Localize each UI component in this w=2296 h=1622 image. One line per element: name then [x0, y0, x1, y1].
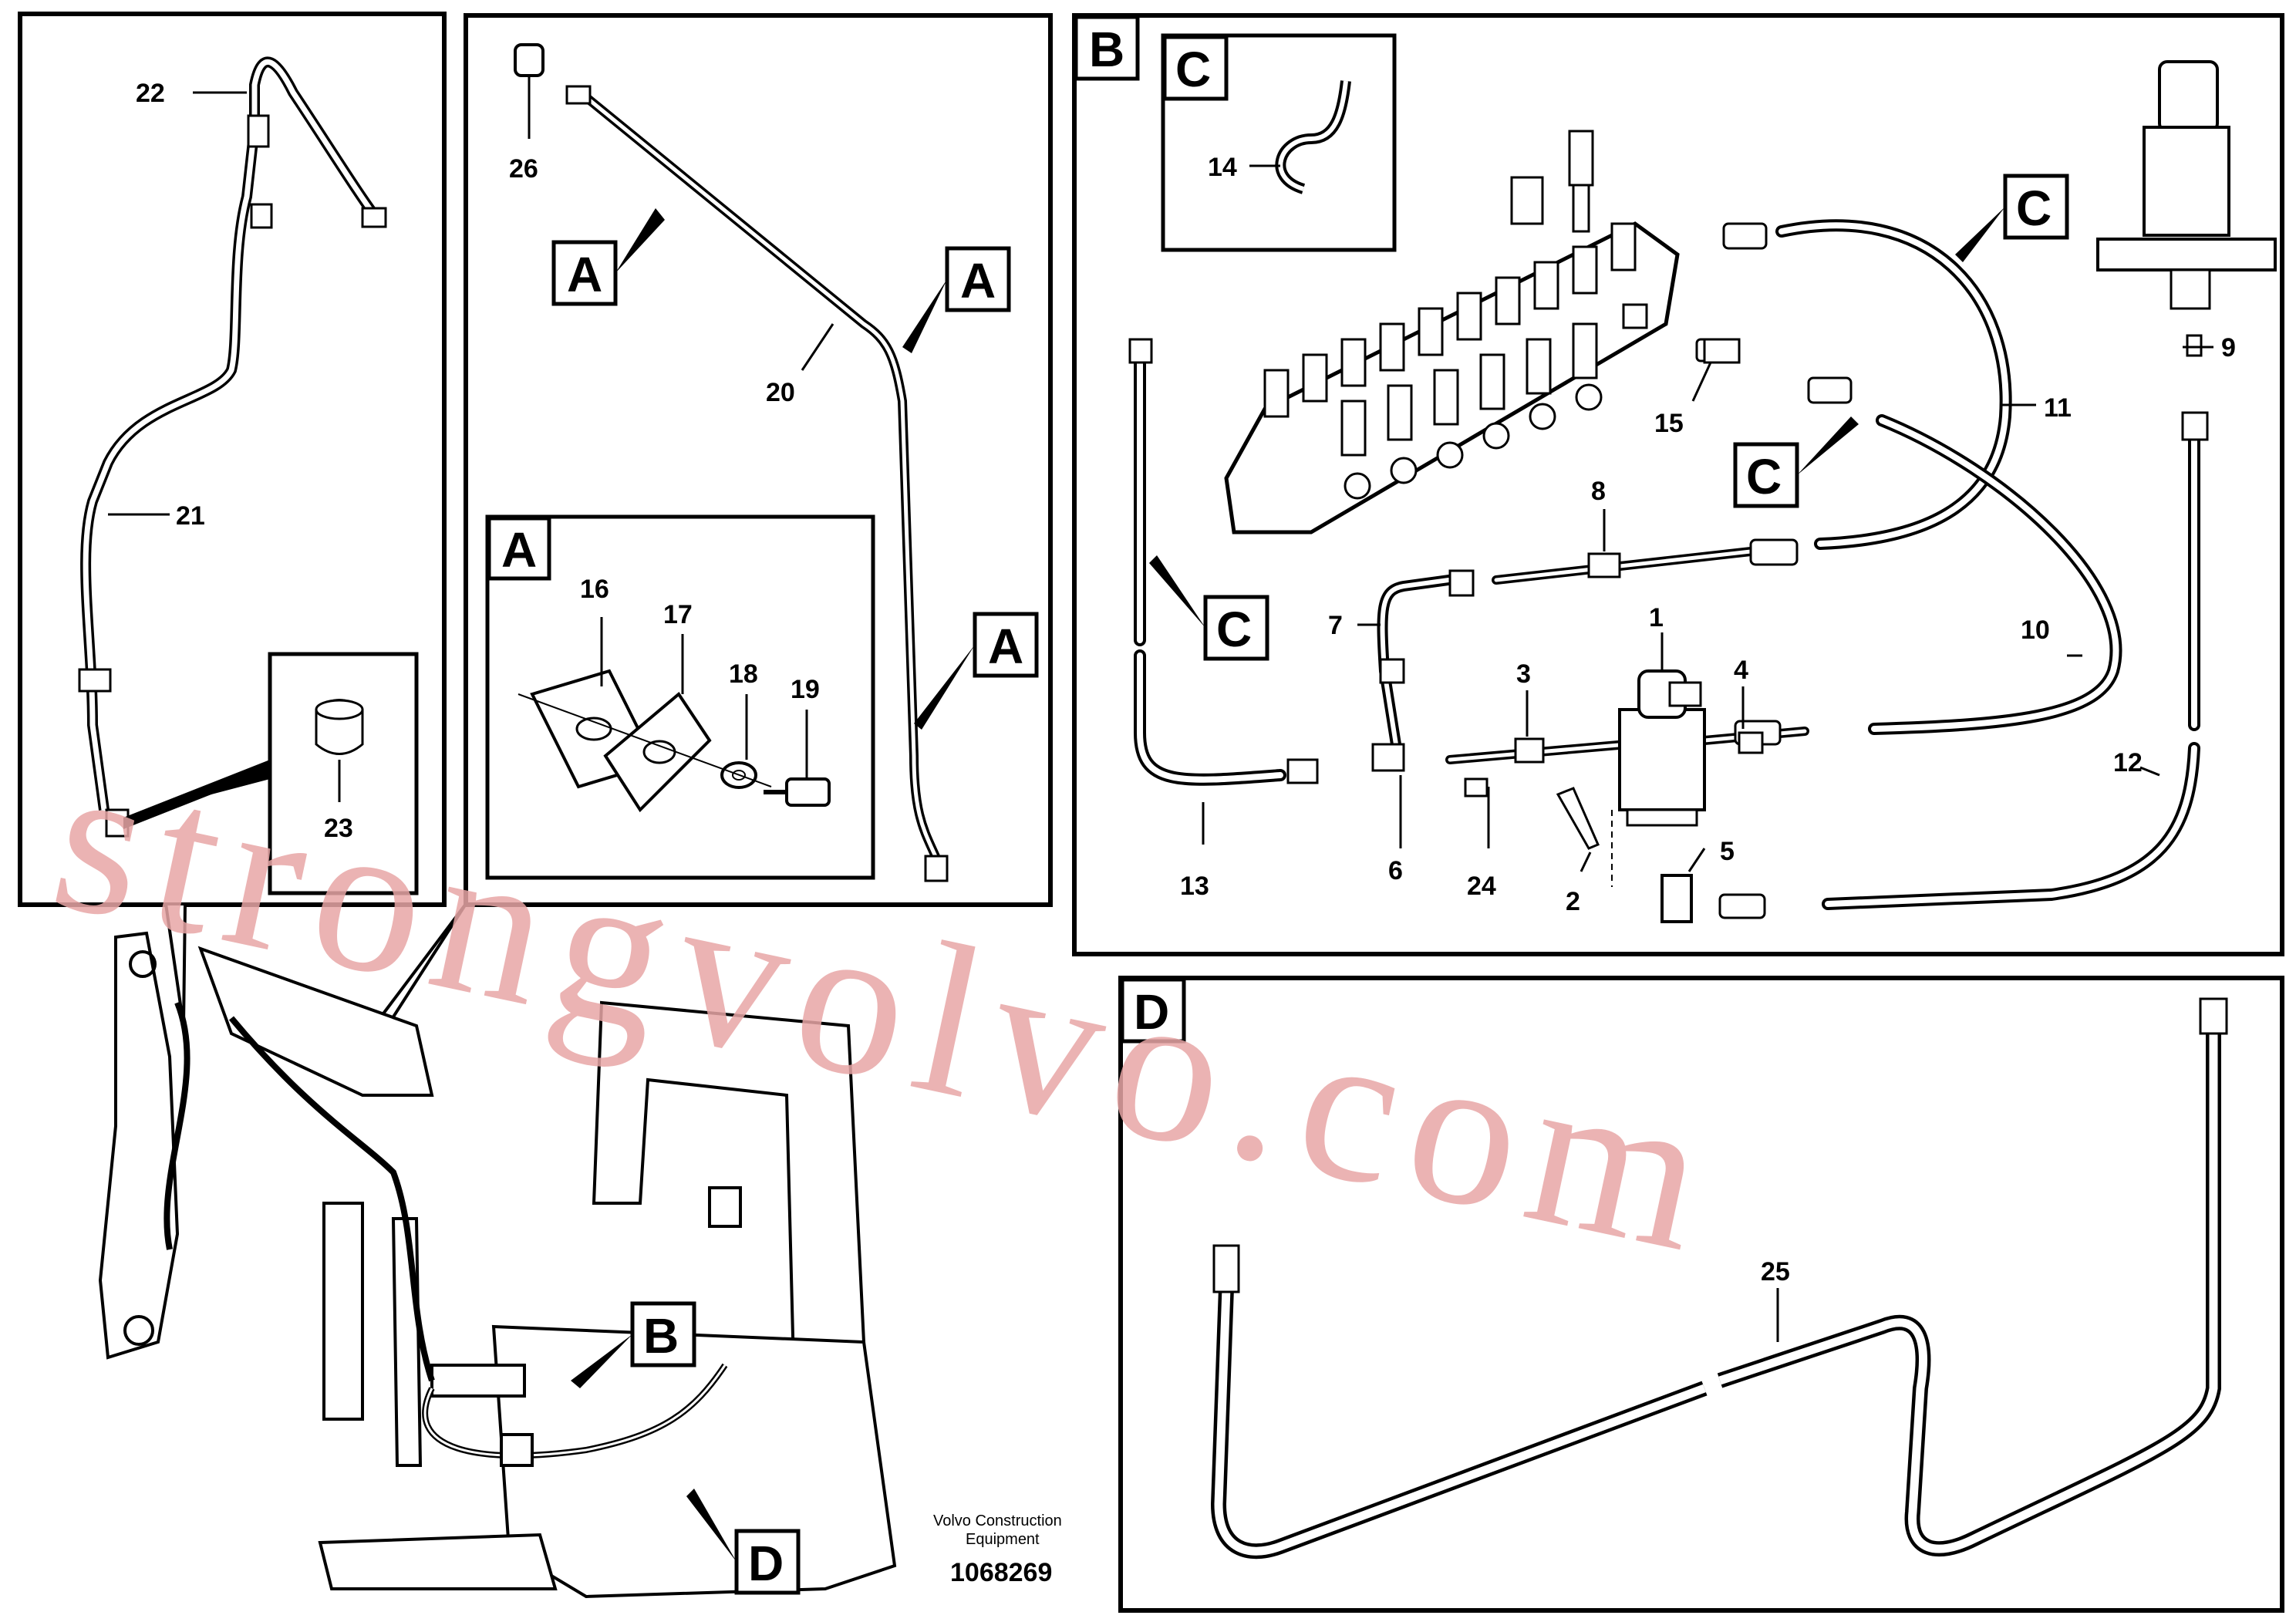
tag-b-machine: B — [643, 1308, 679, 1364]
callout-20: 20 — [766, 378, 795, 407]
callout-8: 8 — [1591, 477, 1606, 506]
tag-a-1: A — [567, 247, 602, 302]
callout-15: 15 — [1654, 409, 1684, 438]
callout-13: 13 — [1180, 872, 1209, 901]
pressure-sensor — [2096, 60, 2277, 310]
footer-company-line2: Equipment — [966, 1531, 1040, 1548]
footer-drawing-number: 1068269 — [950, 1558, 1052, 1587]
panel-d-pipe: D 25 — [1118, 976, 2284, 1613]
callout-25: 25 — [1761, 1257, 1790, 1286]
callout-3: 3 — [1516, 659, 1531, 689]
callout-17: 17 — [663, 600, 693, 629]
tag-a-2: A — [960, 253, 996, 309]
bolt-2-icon — [1556, 787, 1600, 850]
tag-c-3: C — [1216, 602, 1252, 657]
cap-26-icon — [514, 43, 544, 77]
callout-12: 12 — [2113, 748, 2143, 777]
panel-arm-pipe: 26 20 A A A A 16 17 — [347, 13, 1053, 1059]
callout-4: 4 — [1734, 656, 1748, 685]
callout-21: 21 — [176, 501, 205, 531]
callout-26: 26 — [509, 154, 538, 184]
fitting-15-icon — [1703, 338, 1741, 364]
control-valve-block — [1224, 130, 1680, 534]
detail-a: A 16 17 18 19 — [485, 514, 875, 880]
callout-6: 6 — [1388, 856, 1403, 885]
tag-c-2: C — [1746, 449, 1782, 504]
callout-14: 14 — [1208, 153, 1237, 182]
callout-2: 2 — [1566, 887, 1580, 916]
machine-overview — [98, 931, 897, 1599]
callout-18: 18 — [729, 659, 758, 689]
callout-23: 23 — [324, 814, 353, 843]
callout-16: 16 — [580, 575, 609, 604]
callout-22: 22 — [136, 79, 165, 108]
callout-24: 24 — [1467, 872, 1496, 901]
callout-10: 10 — [2021, 615, 2050, 645]
callout-5: 5 — [1720, 837, 1735, 866]
tag-d-panel: D — [1134, 984, 1169, 1040]
bolt-19-icon — [785, 777, 831, 807]
detail-c-tag: C — [1175, 42, 1211, 97]
tag-c-1: C — [2016, 180, 2052, 236]
tag-d-machine: D — [748, 1536, 784, 1591]
callout-7: 7 — [1328, 611, 1343, 640]
callout-19: 19 — [791, 675, 820, 704]
tag-a-3: A — [988, 619, 1023, 674]
elbow-5-icon — [1660, 874, 1693, 923]
callout-9: 9 — [2221, 333, 2236, 363]
callout-11: 11 — [2044, 393, 2072, 423]
panel-boom-pipe: 22 21 23 — [18, 12, 447, 1027]
footer-company-line1: Volvo Construction — [933, 1512, 1062, 1529]
solenoid-valve-1 — [1618, 669, 1706, 827]
detail-a-tag: A — [501, 522, 537, 578]
tag-b-panel: B — [1089, 22, 1124, 77]
panel-b-valve: B C 14 — [1072, 13, 2284, 956]
callout-1: 1 — [1649, 603, 1664, 632]
